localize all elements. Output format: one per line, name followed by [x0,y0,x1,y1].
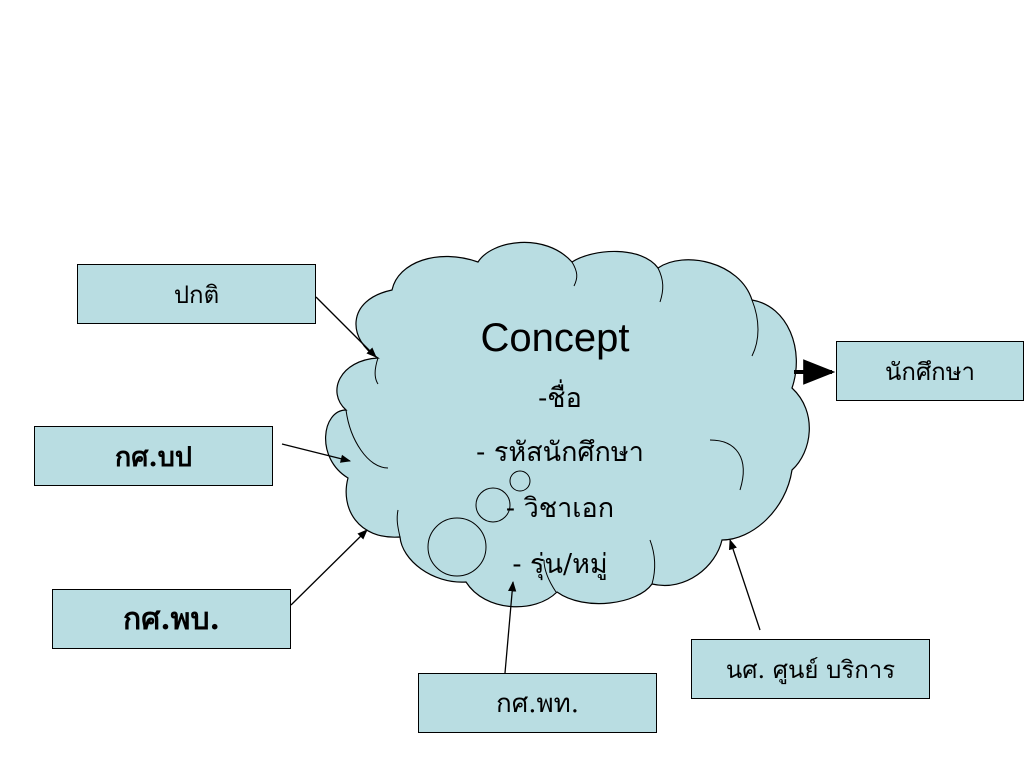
box-ks-pb: กศ.พบ. [52,589,291,649]
bubble-medium [475,487,511,523]
box-student: นักศึกษา [836,341,1024,401]
cloud-line-name: -ชื่อ [538,383,582,414]
box-ks-bp: กศ.บป [34,426,273,486]
cloud-line-major: - วิชาเอก [505,493,615,524]
cloud-line-batch-group: - รุ่น/หมู่ [512,549,608,580]
concept-cloud [325,241,810,608]
bubble-large [427,517,487,577]
arrow-ks-pb [290,529,368,606]
bubble-small [509,470,531,492]
cloud-title: Concept [480,316,630,360]
arrow-ks-bp [281,443,352,463]
cloud-line-student-id: - รหัสนักศึกษา [476,437,644,468]
box-service-center: นศ. ศูนย์ บริการ [691,639,930,699]
box-ks-pt: กศ.พท. [418,673,657,733]
box-normal: ปกติ [77,264,316,324]
arrow-normal [315,296,377,358]
arrow-ks-pt [504,580,517,674]
arrow-service-center [729,539,761,631]
